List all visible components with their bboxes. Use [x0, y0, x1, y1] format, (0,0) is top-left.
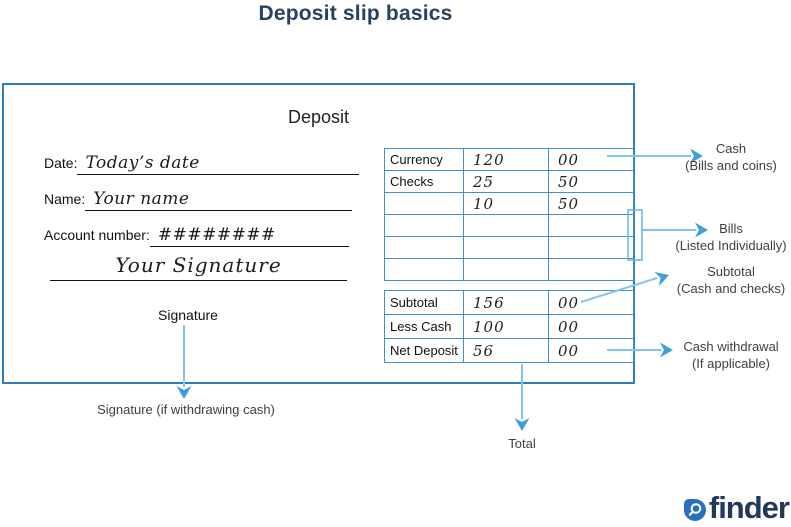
table-row: 10 50: [384, 192, 634, 215]
account-number-label: Account number:: [44, 227, 150, 243]
annotation-line: (Cash and checks): [676, 280, 786, 296]
name-field: Name: Your name: [44, 189, 352, 211]
cell-label: [384, 258, 464, 281]
cell-label: Subtotal: [384, 290, 464, 315]
table-row: Less Cash 100 00: [384, 314, 634, 339]
cell-cents: [548, 214, 634, 237]
date-field: Date: Today’s date: [44, 153, 359, 175]
arrowhead-right-icon: [654, 271, 669, 287]
cell-cents: [548, 258, 634, 281]
annotation-subtotal: Subtotal (Cash and checks): [671, 264, 791, 298]
cell-cents: 00: [548, 314, 634, 339]
arrowhead-down-icon: [514, 418, 530, 431]
magnifier-icon: [683, 498, 706, 521]
cell-label: [384, 214, 464, 237]
cell-cents: [548, 236, 634, 259]
cell-dollars: 156: [463, 290, 549, 315]
name-value: Your name: [85, 189, 352, 211]
table-row: [384, 214, 634, 237]
cell-dollars: [463, 258, 549, 281]
table-row: [384, 236, 634, 259]
page-title: Deposit slip basics: [258, 2, 453, 25]
signature-handwritten: Your Signature: [115, 253, 282, 277]
account-number-field: Account number: ########: [44, 225, 349, 247]
cell-cents: 00: [548, 148, 634, 171]
table-row: Net Deposit 56 00: [384, 338, 634, 363]
account-number-value: ########: [149, 225, 349, 247]
cell-cents: 50: [548, 192, 634, 215]
date-value: Today’s date: [77, 153, 359, 175]
annotation-line: (Bills and coins): [685, 157, 777, 173]
cell-dollars: 10: [463, 192, 549, 215]
cell-dollars: 100: [463, 314, 549, 339]
table-row: Currency 120 00: [384, 148, 634, 171]
finder-logo[interactable]: finder: [683, 490, 790, 527]
cell-label: Checks: [384, 170, 464, 193]
table-row: Subtotal 156 00: [384, 290, 634, 315]
annotation-line: Subtotal: [707, 264, 755, 279]
date-label: Date:: [44, 155, 78, 171]
slip-heading: Deposit: [287, 107, 350, 127]
deposit-slip: Deposit Date: Today’s date Name: Your na…: [2, 83, 635, 384]
cell-label: [384, 236, 464, 259]
annotation-cash-withdrawal: Cash withdrawal (If applicable): [671, 339, 791, 373]
arrowhead-down-icon: [176, 386, 192, 399]
annotation-total: Total: [508, 436, 536, 451]
cell-dollars: [463, 236, 549, 259]
summary-table: Subtotal 156 00 Less Cash 100 00 Net Dep…: [384, 290, 634, 363]
cell-cents: 50: [548, 170, 634, 193]
annotation-line: Cash withdrawal: [683, 339, 779, 354]
annotation-line: Bills: [719, 221, 743, 236]
annotation-bills: Bills (Listed Individually): [671, 221, 791, 255]
cell-dollars: [463, 214, 549, 237]
annotation-cash: Cash (Bills and coins): [671, 141, 791, 175]
annotation-line: (If applicable): [691, 355, 771, 371]
table-row: Checks 25 50: [384, 170, 634, 193]
annotation-signature-note: Signature (if withdrawing cash): [97, 402, 275, 417]
cell-cents: 00: [548, 290, 634, 315]
annotation-line: Cash: [715, 141, 747, 156]
cell-dollars: 56: [463, 338, 549, 363]
name-label: Name:: [44, 191, 86, 207]
annotation-line: (Listed Individually): [675, 237, 787, 253]
signature-label: Signature: [158, 307, 218, 323]
cell-label: Currency: [384, 148, 464, 171]
table-row: [384, 258, 634, 281]
cell-label: Net Deposit: [384, 338, 464, 363]
cell-label: Less Cash: [384, 314, 464, 339]
signature-line: Your Signature: [50, 253, 347, 281]
finder-wordmark: finder: [708, 490, 790, 525]
cell-dollars: 120: [463, 148, 549, 171]
cell-dollars: 25: [463, 170, 549, 193]
cell-cents: 00: [548, 338, 634, 363]
cell-label: [384, 192, 464, 215]
entry-table: Currency 120 00 Checks 25 50 10 50: [384, 148, 634, 281]
